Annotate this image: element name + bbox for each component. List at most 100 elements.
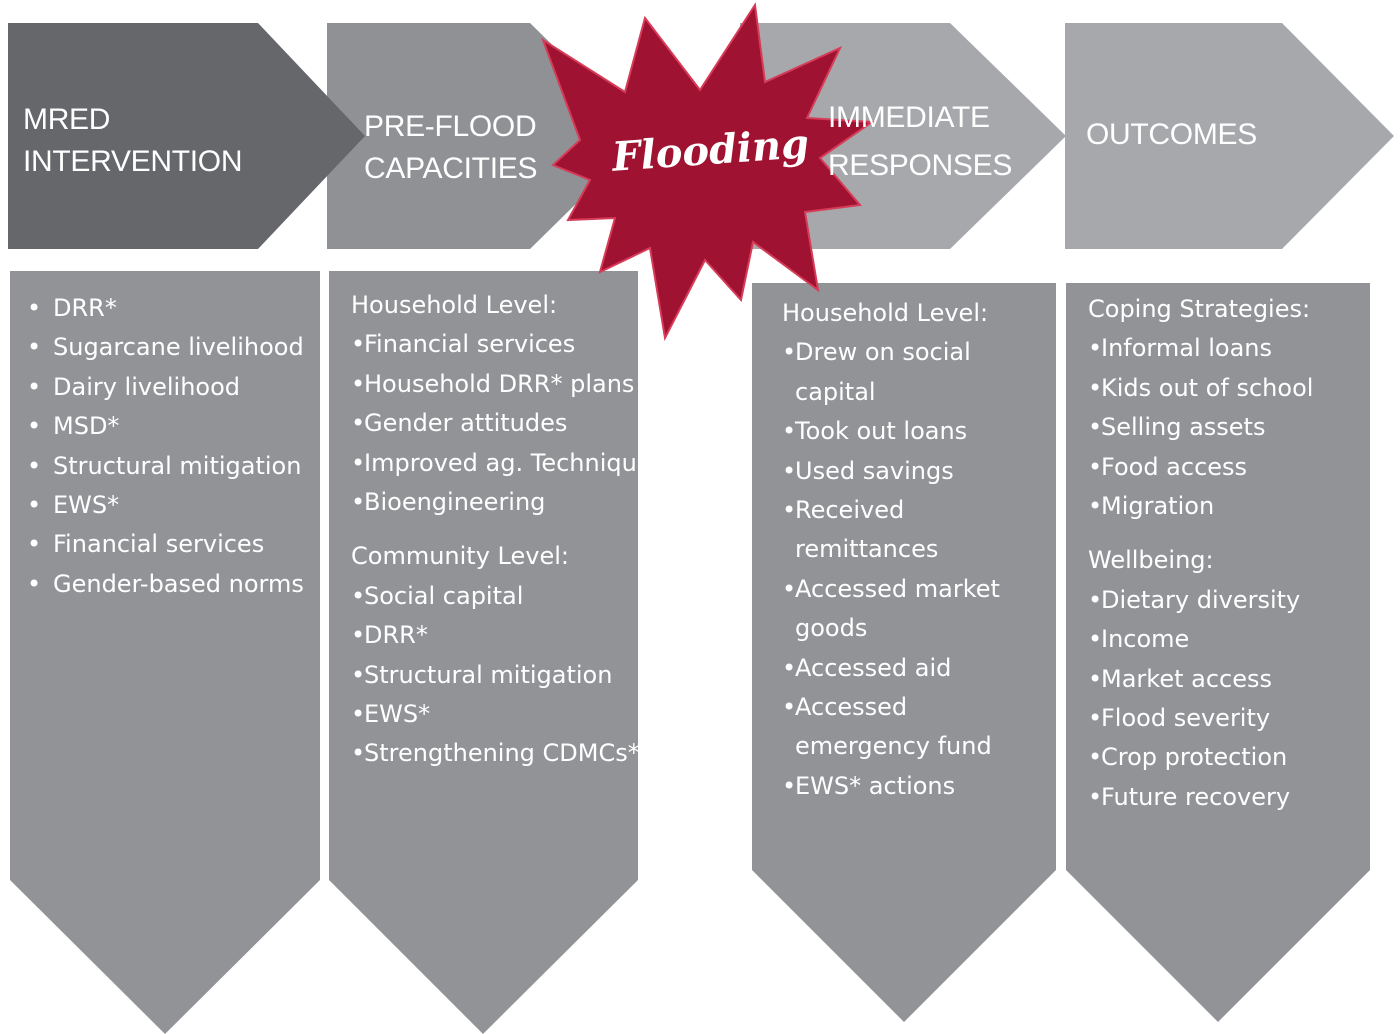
bullet-icon: • [1088, 585, 1103, 614]
list-item-text: DRR* [53, 294, 117, 322]
bullet-icon: • [351, 621, 366, 650]
bullet-icon: • [1088, 782, 1103, 811]
bullet-icon: • [782, 693, 797, 722]
list-item-text: Market access [1101, 664, 1272, 693]
section-gap [1088, 526, 1366, 541]
list-item-text: Informal loans [1101, 334, 1273, 363]
header-line: RESPONSES [828, 149, 1013, 182]
bullet-icon: • [351, 581, 366, 610]
bullet-icon: • [27, 412, 42, 441]
list-item: •Accessed market goods [782, 570, 1014, 649]
list-item-text: Sugarcane livelihood [53, 333, 304, 362]
list-item-text: Food access [1101, 452, 1248, 481]
list-item: •EWS* actions [782, 767, 1014, 806]
list-item-text: Structural mitigation [53, 451, 302, 480]
list-item: •Used savings [782, 452, 1014, 491]
list-item-text: EWS* [364, 700, 431, 729]
list-item-text: Crop protection [1101, 743, 1288, 772]
list-item: •Drew on social capital [782, 333, 1014, 412]
bullet-icon: • [27, 491, 42, 520]
list-item: •Took out loans [782, 412, 1014, 451]
list-item: •Household DRR* plans [351, 365, 634, 404]
list-item-text: Used savings [795, 456, 954, 485]
list-item: • MSD* [27, 407, 312, 446]
list-item: •Financial services [351, 325, 634, 364]
section-label: Coping Strategies: [1088, 295, 1311, 323]
list-item: •Dietary diversity [1088, 581, 1366, 620]
list-item: •Migration [1088, 487, 1366, 526]
list-item-text: Financial services [53, 530, 265, 559]
list-item-text: Drew on social capital [795, 338, 971, 406]
list-item-text: Accessed emergency fund [795, 693, 992, 761]
header-line: INTERVENTION [23, 145, 243, 178]
list-item-text: Selling assets [1101, 413, 1266, 442]
bullet-icon: • [351, 739, 366, 768]
list-item-text: Dairy livelihood [53, 372, 241, 401]
list-item: •EWS* [27, 486, 312, 525]
bullet-icon: • [27, 451, 42, 480]
list-item: •EWS* [351, 695, 634, 734]
list-item-text: MSD* [53, 412, 120, 441]
list-item-text: Gender-based norms [53, 569, 304, 598]
bullet-icon: • [1088, 413, 1103, 442]
list-item: •Improved ag. Techniques [351, 444, 664, 483]
section-gap [351, 522, 634, 537]
bullet-icon: • [351, 660, 366, 689]
bullet-icon: • [27, 569, 42, 598]
bullet-icon: • [1088, 625, 1103, 654]
section-label: Household Level: [351, 291, 558, 319]
list-item-text: Social capital [364, 581, 524, 610]
list-item: •Bioengineering [351, 483, 634, 522]
pre-flood-capacities-column-arrow [329, 271, 638, 1034]
list-item-text: Improved ag. Techniques [364, 448, 665, 477]
list-item-text: Flood severity [1101, 704, 1271, 733]
list-item-text: Kids out of school [1101, 373, 1314, 402]
bullet-icon: • [1088, 704, 1103, 733]
bullet-icon: • [27, 372, 42, 401]
list-item-text: Bioengineering [364, 488, 546, 517]
list-item-text: Structural mitigation [364, 660, 613, 689]
list-item: •Structural mitigation [351, 656, 634, 695]
list-item: •DRR* [27, 289, 312, 328]
immediate-responses-column-arrow [752, 283, 1056, 1022]
header-line: IMMEDIATE [828, 101, 990, 134]
immediate-responses-title: IMMEDIATE RESPONSES [828, 94, 1012, 190]
immediate-responses-list: Household Level:•Drew on social capital•… [782, 294, 1014, 806]
mred-intervention-title: MRED INTERVENTION [23, 99, 243, 183]
list-item: •Informal loans [1088, 329, 1366, 368]
outcomes-column-arrow [1066, 283, 1370, 1022]
list-item: • Structural mitigation [27, 447, 312, 486]
bullet-icon: • [782, 771, 797, 800]
bullet-icon: • [351, 700, 366, 729]
bullet-icon: • [351, 369, 366, 398]
list-item-text: Strengthening CDMCs* [364, 739, 640, 768]
list-item: •Food access [1088, 448, 1366, 487]
list-item-text: Income [1101, 625, 1190, 654]
bullet-icon: • [27, 333, 42, 362]
list-item-text: Household DRR* plans [364, 369, 635, 398]
section-label: Household Level: [782, 299, 989, 327]
bullet-icon: • [782, 338, 797, 367]
pre-flood-capacities-title: PRE-FLOOD CAPACITIES [364, 106, 537, 190]
flooding-burst-icon [541, 2, 875, 342]
list-item-text: Financial services [364, 330, 576, 359]
list-item: •Accessed aid [782, 649, 1014, 688]
list-item: •Crop protection [1088, 738, 1366, 777]
mred-intervention-list: •DRR*•Sugarcane livelihood•Dairy livelih… [27, 289, 312, 604]
header-line: OUTCOMES [1086, 118, 1257, 151]
bullet-icon: • [1088, 452, 1103, 481]
list-item: •Social capital [351, 577, 634, 616]
list-item: • Gender-based norms [27, 565, 312, 604]
bullet-icon: • [1088, 743, 1103, 772]
list-item: •Received remittances [782, 491, 1014, 570]
list-item-text: Took out loans [795, 417, 968, 446]
list-item: •DRR* [351, 616, 634, 655]
bullet-icon: • [1088, 492, 1103, 521]
header-line: PRE-FLOOD [364, 110, 537, 143]
section-label: Community Level: [351, 542, 569, 571]
list-item-text: Dietary diversity [1101, 585, 1301, 614]
list-item-text: EWS* actions [795, 771, 956, 800]
header-line: MRED [23, 103, 111, 136]
